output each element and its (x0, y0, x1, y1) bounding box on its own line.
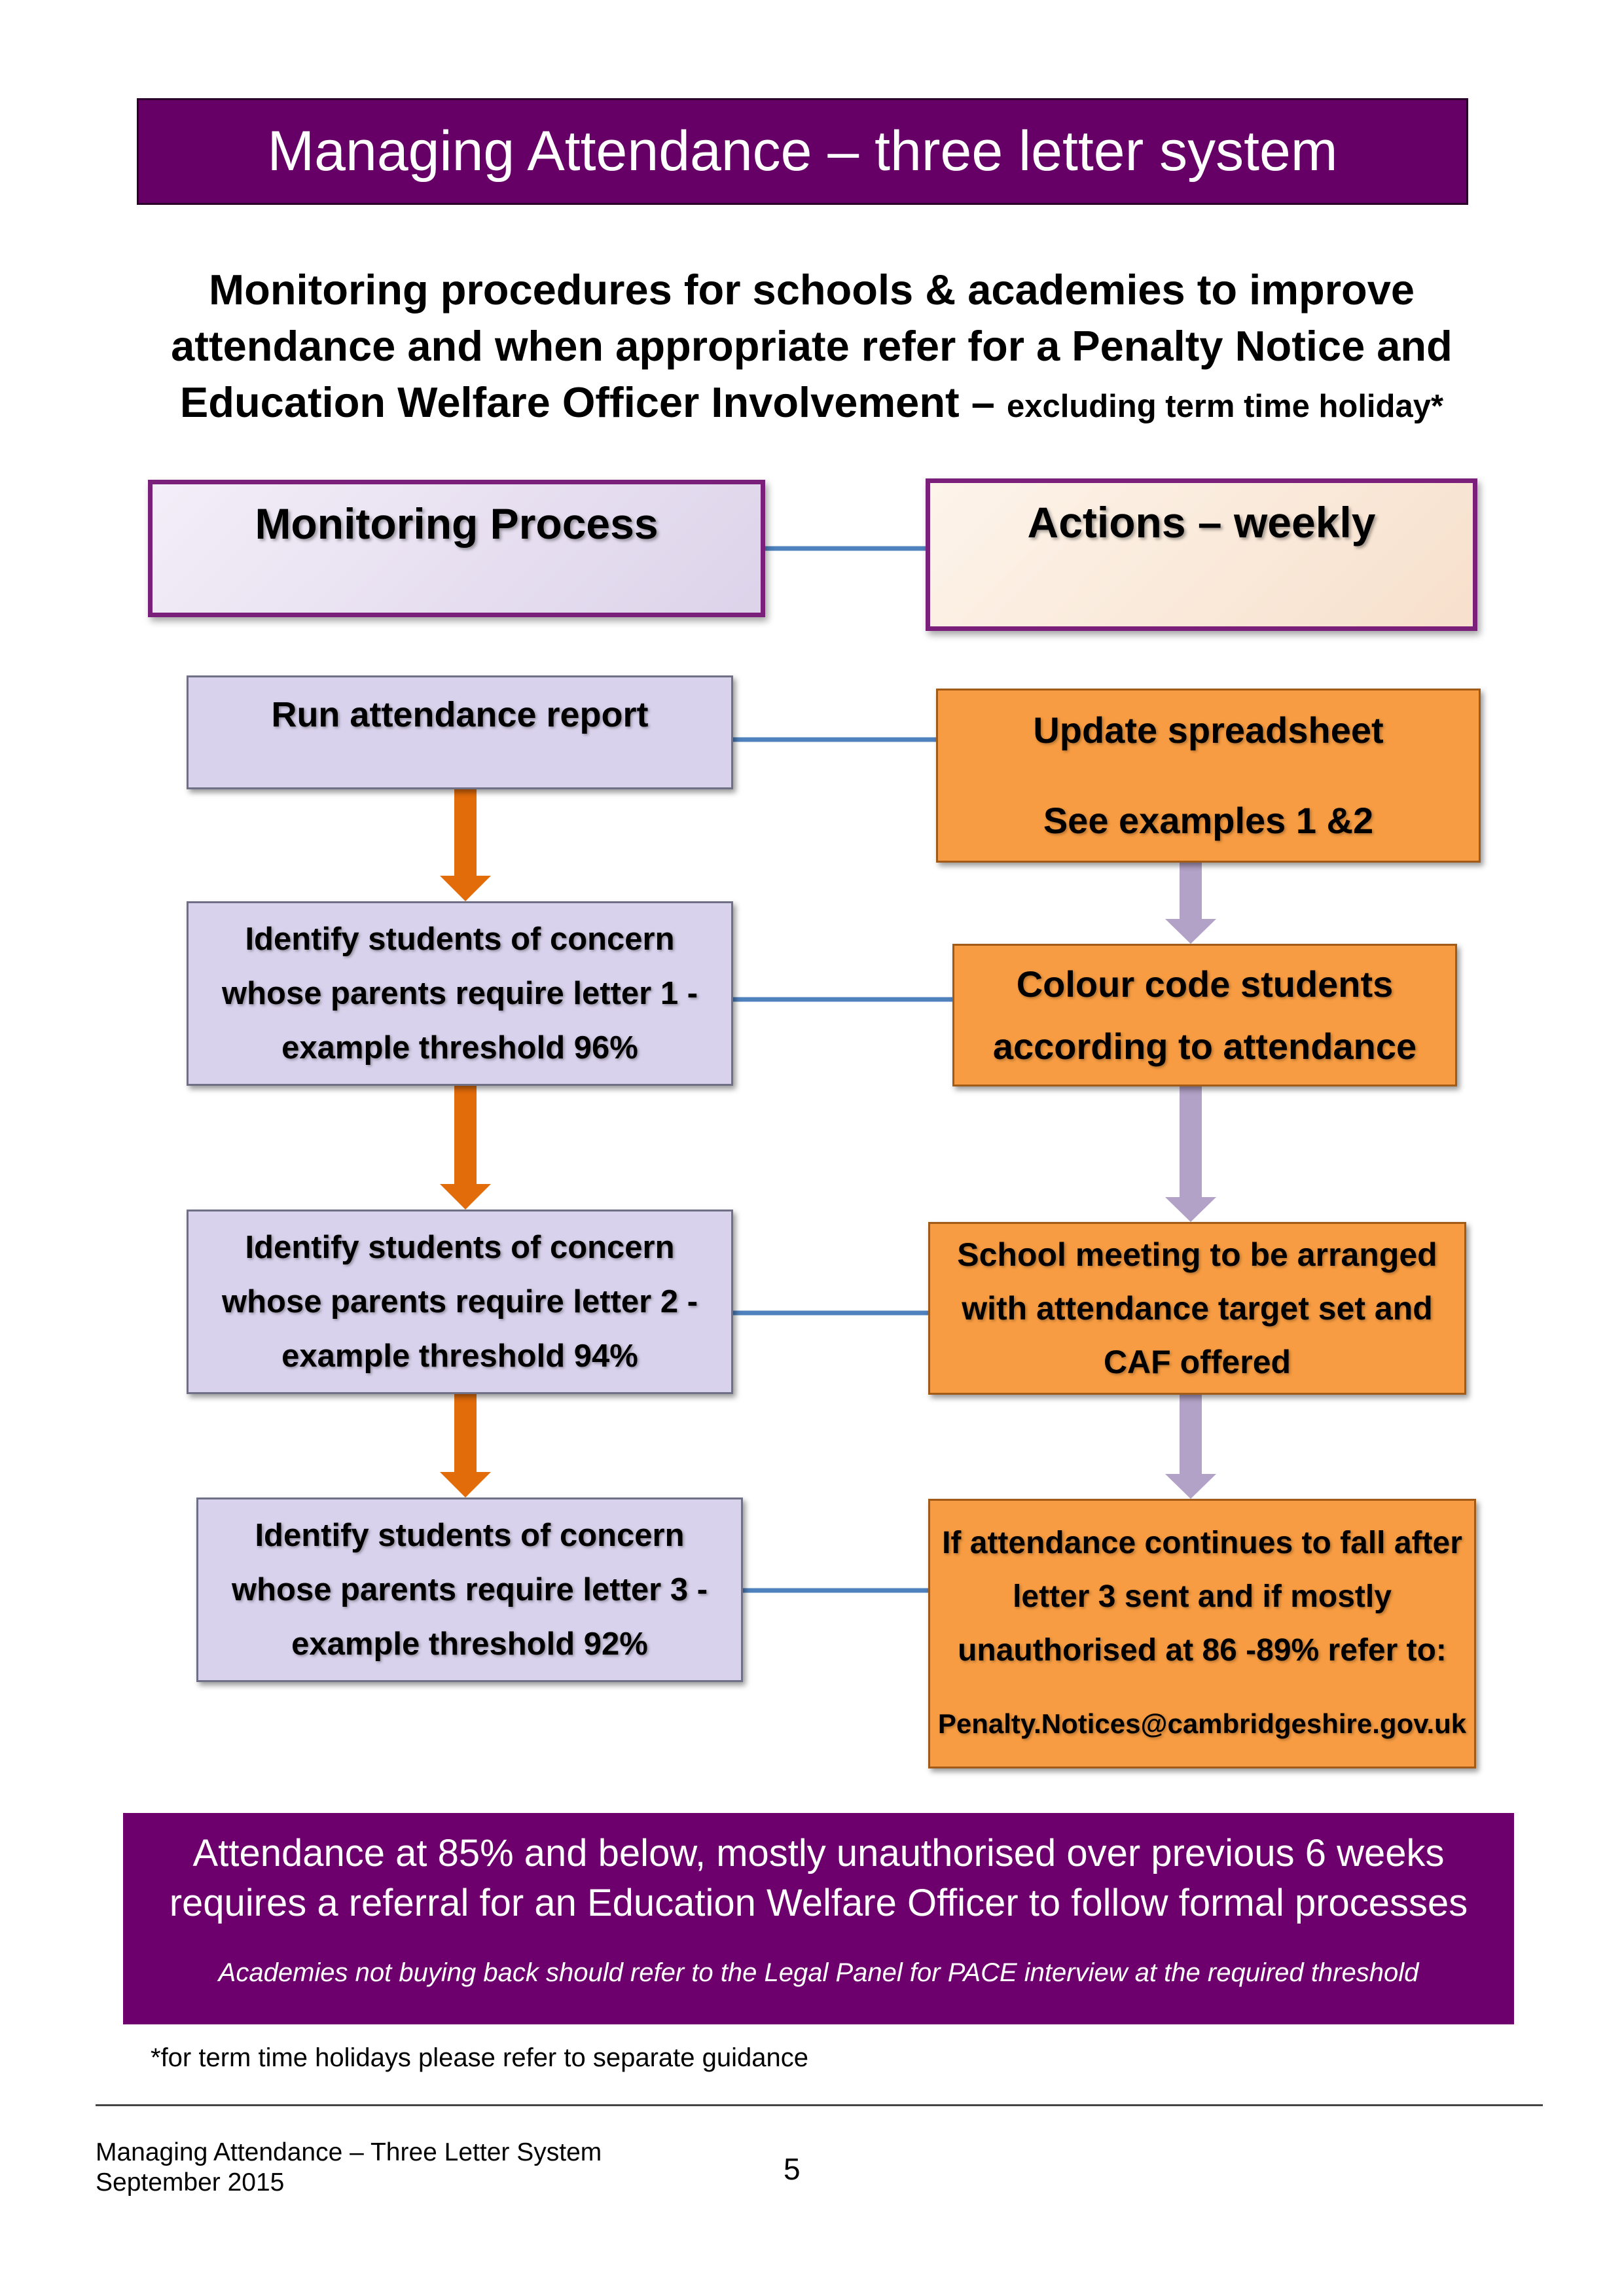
process-step-line: Identify students of concern (245, 1229, 675, 1265)
action-step-school-meeting: School meeting to be arranged with atten… (928, 1222, 1466, 1395)
action-step-line: See examples 1 &2 (1043, 800, 1374, 841)
process-step-line: example threshold 92% (291, 1626, 648, 1662)
footer-title: Managing Attendance – Three Letter Syste… (96, 2138, 602, 2198)
subtitle-line-2: attendance and when appropriate refer fo… (171, 322, 1453, 370)
process-step-line: Identify students of concern (245, 921, 675, 957)
action-arrow-3 (1165, 1395, 1216, 1499)
action-arrow-1 (1165, 863, 1216, 944)
subtitle-line-3: Education Welfare Officer Involvement – … (131, 374, 1492, 435)
process-step-run-report: Run attendance report (187, 675, 733, 789)
action-step-line: Colour code students (1016, 963, 1394, 1005)
subtitle: Monitoring procedures for schools & acad… (131, 262, 1492, 435)
footer-line-2: September 2015 (96, 2168, 285, 2197)
process-step-line: example threshold 94% (281, 1338, 638, 1374)
action-step-update-spreadsheet: Update spreadsheet See examples 1 &2 (936, 689, 1481, 863)
process-arrow-1 (440, 789, 491, 901)
process-step-letter-2: Identify students of concern whose paren… (187, 1210, 733, 1394)
action-arrow-2 (1165, 1086, 1216, 1222)
subtitle-line-3-main: Education Welfare Officer Involvement – (179, 378, 1007, 426)
action-step-line: School meeting to be arranged (957, 1236, 1437, 1273)
action-step-colour-code: Colour code students according to attend… (952, 944, 1457, 1086)
footer-line-1: Managing Attendance – Three Letter Syste… (96, 2138, 602, 2166)
page-title: Managing Attendance – three letter syste… (267, 120, 1338, 183)
subtitle-line-1: Monitoring procedures for schools & acad… (208, 266, 1415, 314)
header-actions-weekly: Actions – weekly (926, 478, 1477, 631)
action-step-line: letter 3 sent and if mostly (1013, 1579, 1392, 1614)
process-step-line: example threshold 96% (281, 1030, 638, 1066)
footer-divider (96, 2104, 1543, 2106)
action-step-line: Update spreadsheet (1033, 709, 1384, 751)
action-step-line: If attendance continues to fall after (942, 1526, 1462, 1560)
process-arrow-3 (440, 1394, 491, 1498)
process-step-line: Run attendance report (271, 695, 649, 734)
process-step-line: whose parents require letter 1 - (221, 975, 698, 1011)
action-step-line: CAF offered (1103, 1344, 1291, 1380)
action-step-line: according to attendance (992, 1026, 1417, 1067)
footnote: *for term time holidays please refer to … (151, 2043, 808, 2072)
ewo-referral-line-1: Attendance at 85% and below, mostly unau… (192, 1832, 1445, 1874)
process-step-line: whose parents require letter 2 - (221, 1283, 698, 1319)
academies-note: Academies not buying back should refer t… (218, 1958, 1419, 1987)
process-arrow-2 (440, 1086, 491, 1210)
subtitle-line-3-small: excluding term time holiday* (1006, 389, 1444, 424)
action-step-refer-penalty-notice: If attendance continues to fall after le… (928, 1499, 1476, 1768)
process-step-line: Identify students of concern (255, 1517, 685, 1553)
ewo-referral-line-2: requires a referral for an Education Wel… (169, 1882, 1468, 1924)
header-monitoring-label: Monitoring Process (255, 499, 659, 548)
header-monitoring-process: Monitoring Process (148, 480, 765, 617)
header-actions-label: Actions – weekly (1027, 498, 1376, 547)
process-step-line: whose parents require letter 3 - (231, 1571, 708, 1607)
ewo-referral-text: Attendance at 85% and below, mostly unau… (123, 1829, 1514, 1928)
process-step-letter-1: Identify students of concern whose paren… (187, 901, 733, 1086)
penalty-notices-email: Penalty.Notices@cambridgeshire.gov.uk (937, 1708, 1467, 1739)
page-number: 5 (784, 2152, 801, 2186)
process-step-letter-3: Identify students of concern whose paren… (196, 1498, 743, 1682)
title-banner: Managing Attendance – three letter syste… (137, 98, 1468, 205)
ewo-referral-banner: Attendance at 85% and below, mostly unau… (123, 1813, 1514, 2024)
action-step-line: unauthorised at 86 -89% refer to: (958, 1633, 1447, 1668)
action-step-line: with attendance target set and (962, 1290, 1433, 1327)
